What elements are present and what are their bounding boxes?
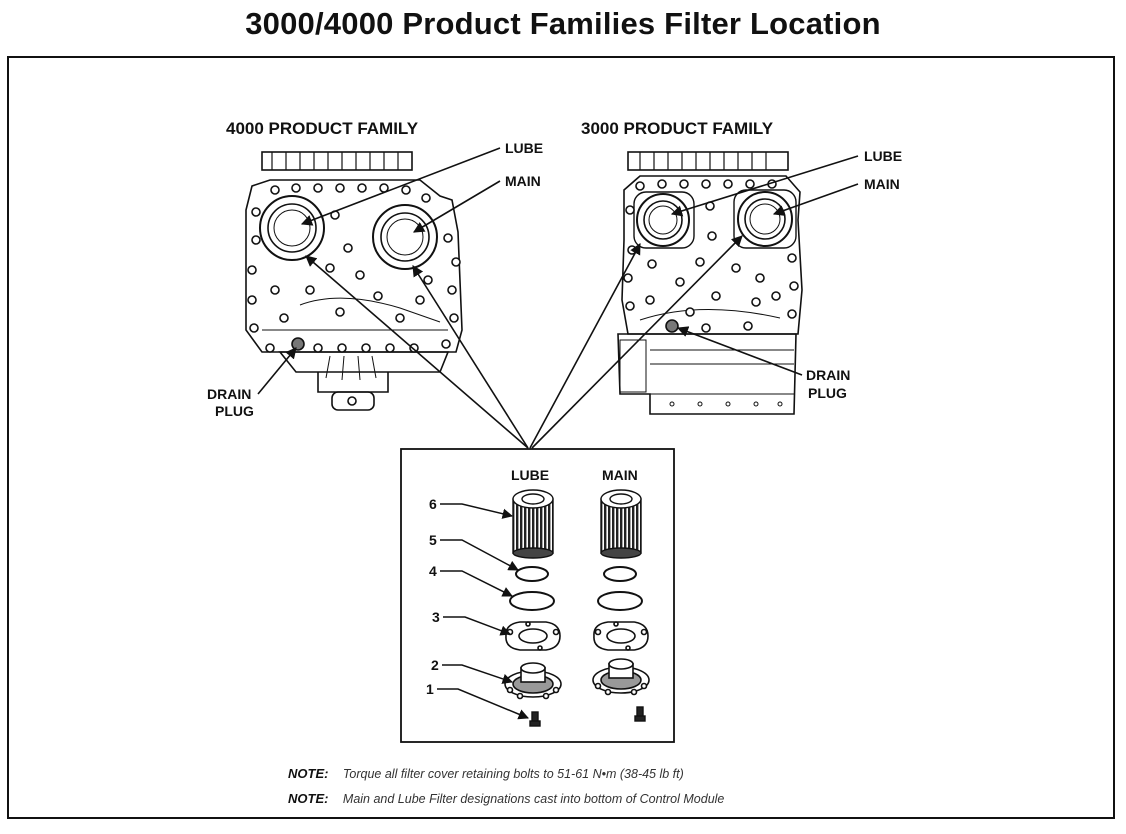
detail-header-lube: LUBE	[511, 467, 549, 483]
heading-4000-family: 4000 PRODUCT FAMILY	[226, 119, 419, 138]
transmission-4000-bolts	[247, 183, 461, 353]
label-lube-4000: LUBE	[505, 140, 543, 156]
label-main-3000: MAIN	[864, 176, 900, 192]
note-2-text: Main and Lube Filter designations cast i…	[343, 792, 725, 806]
detail-leader-lines	[437, 503, 529, 720]
label-drain-4000-line2: PLUG	[215, 403, 254, 419]
lube-retaining-bolt	[529, 711, 541, 727]
note-1-key: NOTE:	[288, 766, 328, 781]
callout-number-6: 6	[429, 496, 437, 512]
transmission-3000-housing	[617, 151, 803, 415]
label-lube-3000: LUBE	[864, 148, 902, 164]
main-filter-element	[600, 489, 642, 559]
outer-frame	[7, 56, 1115, 819]
main-small-o-ring	[603, 566, 637, 582]
heading-3000-family: 3000 PRODUCT FAMILY	[581, 119, 774, 138]
lube-large-o-ring	[509, 591, 555, 611]
label-main-4000: MAIN	[505, 173, 541, 189]
note-2: NOTE: Main and Lube Filter designations …	[288, 790, 724, 807]
label-drain-3000-line1: DRAIN	[806, 367, 850, 383]
callout-number-2: 2	[431, 657, 439, 673]
lube-filter-element	[512, 489, 554, 559]
main-filter-cover	[592, 658, 650, 696]
main-large-o-ring	[597, 591, 643, 611]
note-2-key: NOTE:	[288, 791, 328, 806]
leader-lines-4000	[257, 147, 501, 395]
detail-header-main: MAIN	[602, 467, 638, 483]
lube-gasket	[505, 621, 561, 651]
label-drain-4000-line1: DRAIN	[207, 386, 251, 402]
main-retaining-bolt	[634, 706, 646, 722]
callout-number-1: 1	[426, 681, 434, 697]
callout-number-4: 4	[429, 563, 437, 579]
leader-lines-3000	[670, 155, 859, 376]
callout-number-3: 3	[432, 609, 440, 625]
callout-number-5: 5	[429, 532, 437, 548]
lube-small-o-ring	[515, 566, 549, 582]
page-title: 3000/4000 Product Families Filter Locati…	[245, 6, 881, 41]
lube-filter-cover	[504, 662, 562, 700]
note-1-text: Torque all filter cover retaining bolts …	[343, 767, 684, 781]
label-drain-3000-line2: PLUG	[808, 385, 847, 401]
note-1: NOTE: Torque all filter cover retaining …	[288, 765, 684, 782]
converging-arrows	[305, 235, 743, 449]
main-gasket	[593, 621, 649, 651]
